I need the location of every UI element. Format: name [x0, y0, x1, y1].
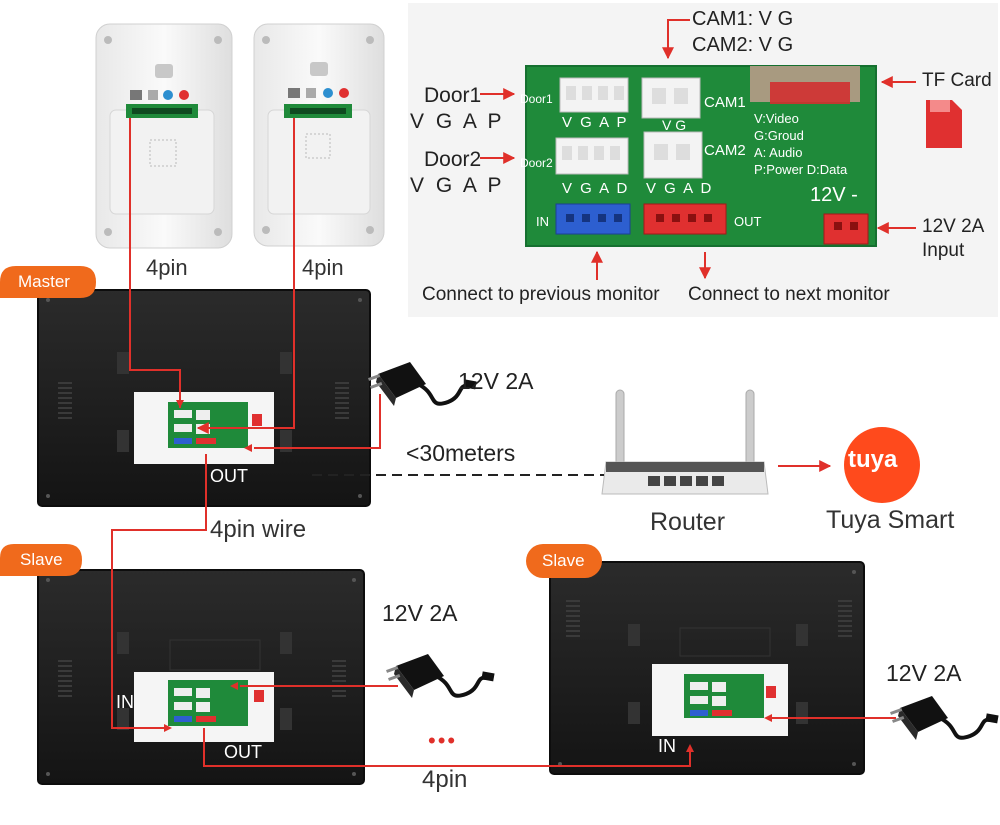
cam1-label: CAM1: V G [692, 8, 794, 30]
slave2-badge [526, 544, 602, 578]
slave1-badge [0, 544, 82, 578]
more-monitors-dots: ••• [428, 728, 458, 753]
pcb-door1: Door1 [520, 92, 553, 106]
next-monitor-label: Connect to next monitor [688, 284, 890, 305]
power-adapter-slave2 [888, 694, 1000, 742]
tuya-logo-text: tuya [848, 446, 898, 473]
distance-label: <30meters [406, 440, 516, 466]
door1-label: Door1 [424, 84, 482, 107]
bottom-wire-label: 4pin [422, 766, 468, 793]
slave2-adapter-label: 12V 2A [886, 660, 962, 686]
pcb-legend: V:Video G:Groud A: Audio P:Power D:Data [754, 110, 847, 178]
outdoor-left-label: 4pin [146, 255, 188, 280]
wires [111, 118, 896, 767]
pcb-in: IN [536, 214, 549, 229]
legend-ground: G:Groud [754, 128, 804, 143]
prev-monitor-label: Connect to previous monitor [422, 284, 660, 305]
power-connector [823, 213, 869, 245]
tuya-label: Tuya Smart [826, 506, 955, 534]
door2-pins: V G A P [410, 174, 505, 197]
slave-monitor-2 [549, 561, 865, 775]
cam2-label: CAM2: V G [692, 34, 794, 56]
connection-panel [408, 3, 998, 317]
tf-card-label: TF Card [922, 70, 992, 91]
pcb-cam2: CAM2 [704, 142, 746, 159]
master-badge-label: Master [18, 272, 70, 291]
door2-label: Door2 [424, 148, 482, 171]
slave1-out-label: OUT [224, 742, 262, 762]
pcb-out: OUT [734, 214, 762, 229]
router-icon [601, 389, 769, 495]
outdoor-unit-left [95, 23, 233, 249]
door1-pins: V G A P [410, 110, 505, 133]
outdoor-right-label: 4pin [302, 255, 344, 280]
outdoor-unit-right [253, 23, 385, 247]
router-label: Router [650, 508, 726, 536]
slave-monitor-1 [37, 569, 365, 785]
cam2-connector [643, 131, 703, 179]
legend-power-data: P:Power D:Data [754, 162, 848, 177]
pcb-pins-door2: V G A D [562, 180, 630, 197]
master-adapter-label: 12V 2A [458, 368, 534, 394]
pcb-cam-vg: V G [662, 117, 687, 133]
cam1-connector [641, 77, 701, 119]
pcb-pins-door1: V G A P [562, 114, 629, 131]
pcb-12v: 12V - [810, 184, 858, 206]
slave1-in-label: IN [116, 692, 134, 712]
slave1-adapter-label: 12V 2A [382, 600, 458, 626]
master-monitor [37, 289, 371, 507]
master-badge [0, 266, 96, 298]
power-adapter-slave1 [384, 652, 497, 700]
pcb-cam1: CAM1 [704, 94, 746, 111]
pcb-cam-vgad: V G A D [646, 180, 714, 197]
wire-label: 4pin wire [210, 516, 307, 543]
slave1-badge-label: Slave [20, 550, 63, 569]
master-out-label: OUT [210, 466, 248, 486]
slave2-in-label: IN [658, 736, 676, 756]
power-input-label: 12V 2A [922, 216, 985, 237]
slave2-badge-label: Slave [542, 551, 585, 570]
power-input-label-2: Input [922, 240, 965, 261]
tuya-logo-icon [844, 427, 920, 503]
legend-audio: A: Audio [754, 145, 803, 160]
legend-video: V:Video [754, 111, 799, 126]
pcb-door2: Door2 [520, 156, 553, 170]
